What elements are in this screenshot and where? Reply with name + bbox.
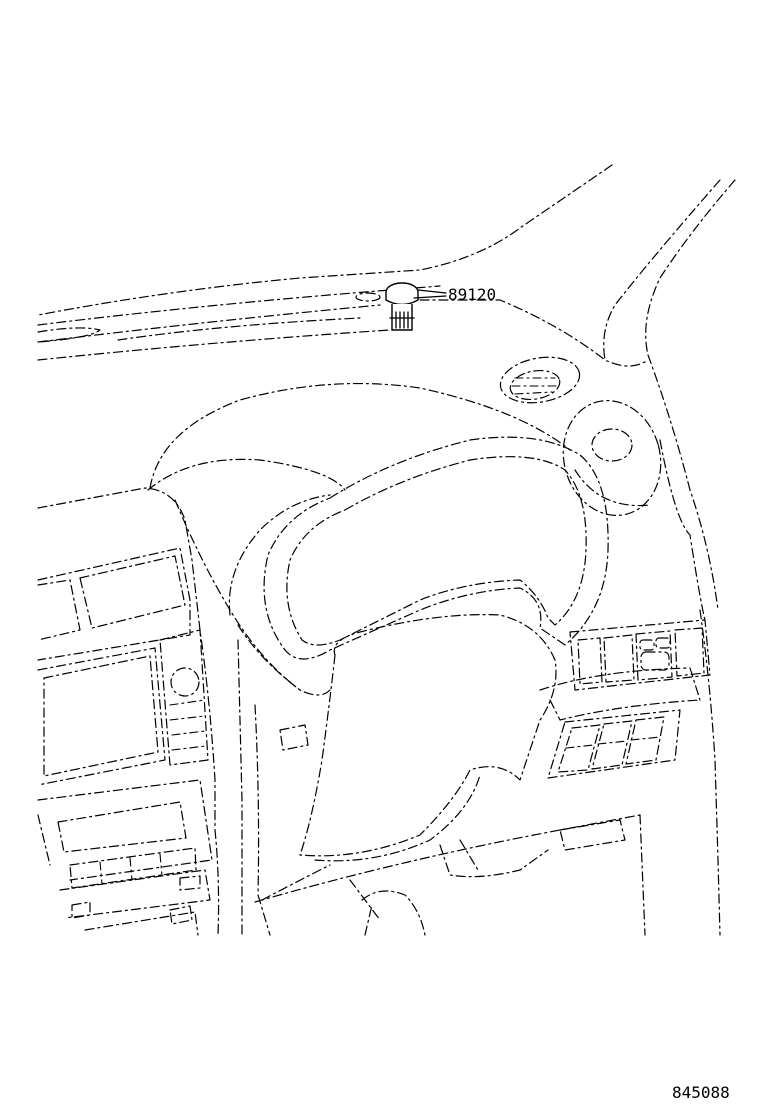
sensor-part[interactable] bbox=[385, 282, 419, 331]
air-vent-left bbox=[499, 356, 581, 404]
lower-dash-panel bbox=[237, 609, 721, 936]
center-stack bbox=[37, 487, 220, 936]
steering-column bbox=[299, 614, 557, 936]
callout-leader bbox=[413, 289, 447, 299]
instrument-cluster-hood bbox=[147, 382, 571, 691]
windshield-outline bbox=[37, 164, 736, 611]
dashboard-top bbox=[37, 285, 649, 367]
figure-id-label: 845088 bbox=[672, 1083, 730, 1102]
air-vent-right bbox=[562, 400, 706, 621]
steering-wheel bbox=[228, 436, 609, 696]
switch-panel-upper bbox=[569, 619, 711, 691]
switch-panel-lower bbox=[547, 709, 681, 779]
part-number-label: 89120 bbox=[448, 285, 496, 304]
